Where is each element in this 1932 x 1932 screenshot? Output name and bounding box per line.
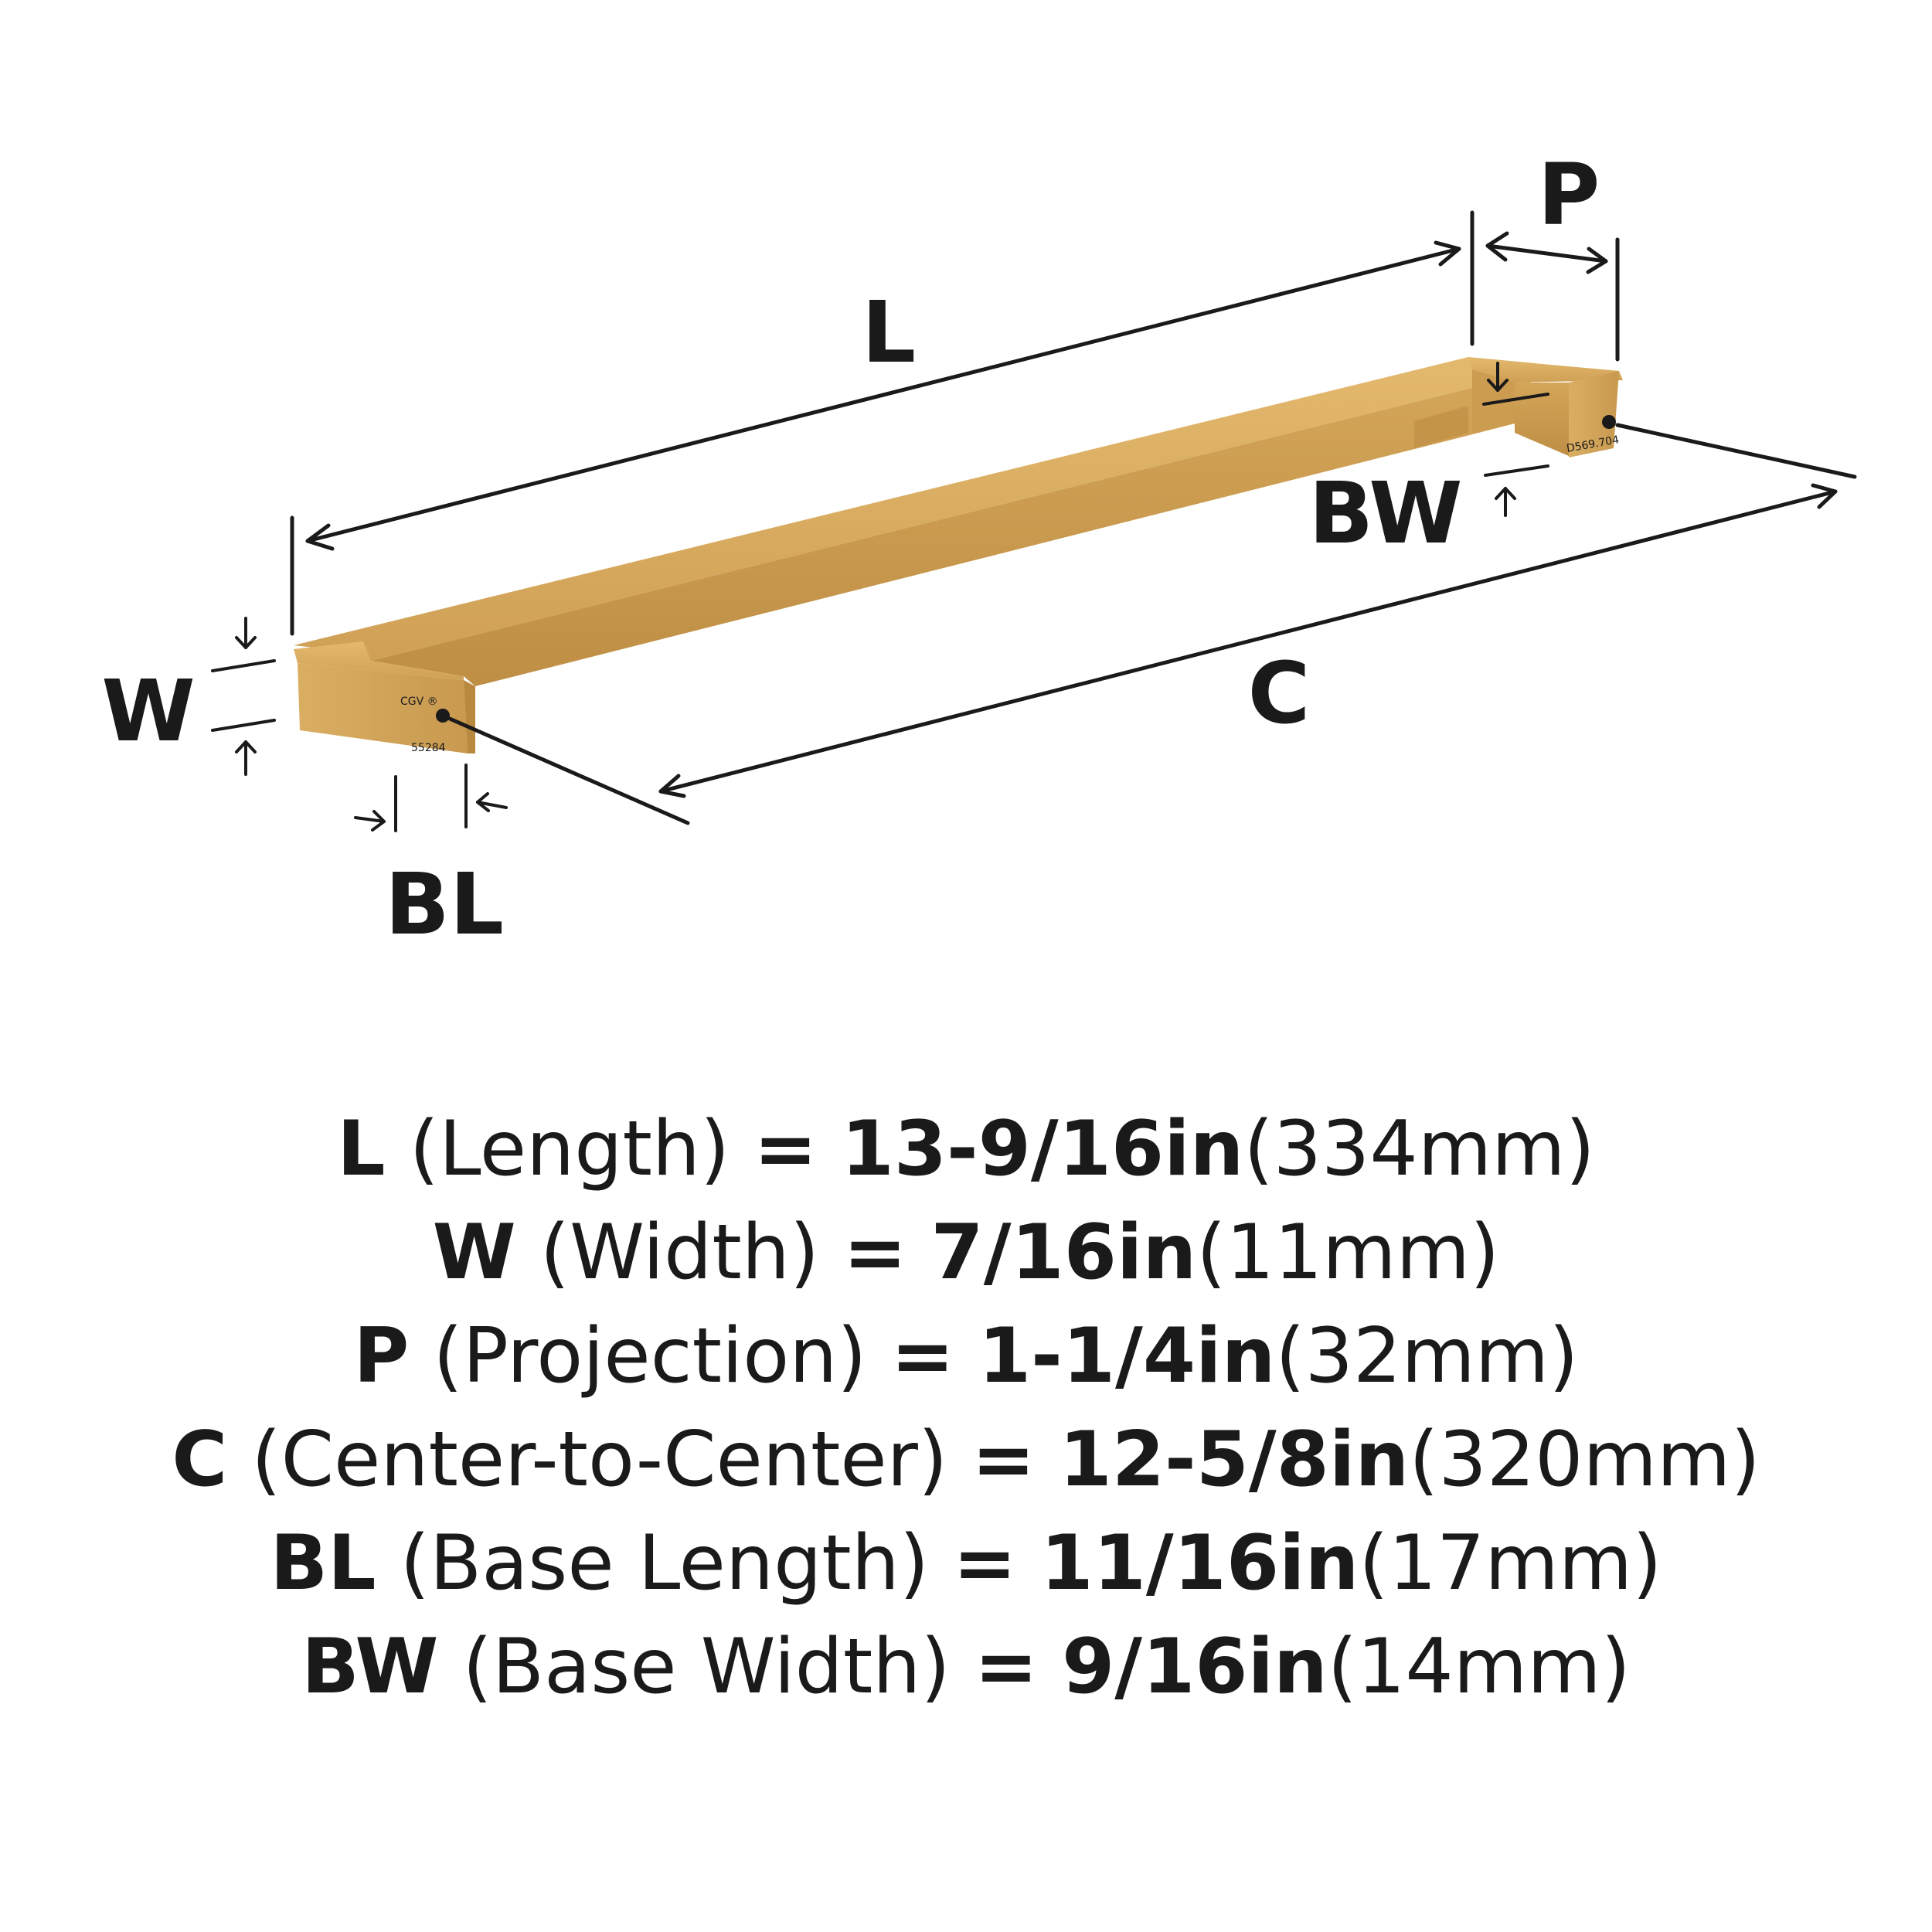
spec-code: C [172, 1416, 228, 1504]
spec-metric: (334mm) [1243, 1105, 1595, 1193]
dimension-C [447, 423, 1857, 825]
handle-bar-front [371, 372, 1534, 686]
spec-imperial: 13-9/16in [841, 1105, 1244, 1193]
spec-row-width: W (Width) = 7/16in(11mm) [0, 1201, 1932, 1304]
spec-name: (Projection) [433, 1312, 867, 1400]
dimension-BW [1482, 362, 1549, 517]
label-L: L [862, 283, 916, 382]
spec-equals: = [953, 1519, 1017, 1607]
spec-equals: = [890, 1312, 954, 1400]
dimension-BL [354, 764, 508, 832]
left-leg-top [294, 641, 464, 680]
spec-row-length: L (Length) = 13-9/16in(334mm) [0, 1097, 1932, 1201]
spec-imperial: 9/16in [1062, 1623, 1328, 1711]
right-base-side [1515, 383, 1569, 456]
spec-imperial: 7/16in [930, 1209, 1197, 1297]
dimension-W [211, 617, 276, 776]
label-P: P [1538, 145, 1600, 244]
left-base-front [298, 663, 468, 753]
left-base-side [464, 680, 475, 753]
right-base-end [1569, 371, 1619, 457]
label-W: W [101, 662, 195, 760]
dimension-spec-list: L (Length) = 13-9/16in(334mm) W (Width) … [0, 1097, 1932, 1719]
spec-equals: = [971, 1416, 1036, 1504]
handle-bar-top [294, 357, 1534, 661]
spec-equals: = [843, 1209, 907, 1297]
spec-name: (Base Length) [400, 1519, 930, 1607]
spec-name: (Center-to-Center) [251, 1416, 948, 1504]
right-screw-hole [1602, 415, 1616, 429]
engraving-left-bottom: 55284 [411, 742, 446, 754]
spec-code: BW [301, 1623, 439, 1711]
spec-imperial: 11/16in [1040, 1519, 1359, 1607]
dimension-L [290, 210, 1475, 636]
spec-code: BL [270, 1519, 376, 1607]
spec-row-projection: P (Projection) = 1-1/4in(32mm) [0, 1304, 1932, 1408]
label-BL: BL [385, 855, 504, 954]
spec-equals: = [753, 1105, 818, 1193]
spec-metric: (17mm) [1359, 1519, 1662, 1607]
spec-row-center-to-center: C (Center-to-Center) = 12-5/8in(320mm) [0, 1408, 1932, 1512]
handle-dimension-diagram: CGV ® 55284 D569.704 L P BW W [101, 145, 1857, 954]
spec-imperial: 1-1/4in [978, 1312, 1276, 1400]
spec-row-base-width: BW (Base Width) = 9/16in(14mm) [0, 1615, 1932, 1719]
spec-metric: (11mm) [1196, 1209, 1500, 1297]
right-leg-top [1468, 357, 1623, 383]
spec-metric: (14mm) [1327, 1623, 1631, 1711]
spec-row-base-length: BL (Base Length) = 11/16in(17mm) [0, 1512, 1932, 1615]
dimension-P [1485, 231, 1620, 362]
spec-metric: (320mm) [1409, 1416, 1760, 1504]
spec-imperial: 12-5/8in [1059, 1416, 1410, 1504]
label-BW: BW [1308, 464, 1462, 563]
spec-name: (Width) [539, 1209, 820, 1297]
engraving-left-top: CGV ® [400, 696, 438, 708]
spec-name: (Length) [409, 1105, 730, 1193]
spec-name: (Base Width) [462, 1623, 951, 1711]
handle-bar-shadow [1414, 406, 1468, 448]
spec-code: P [353, 1312, 410, 1400]
left-screw-hole [436, 709, 450, 723]
spec-equals: = [974, 1623, 1038, 1711]
spec-metric: (32mm) [1275, 1312, 1579, 1400]
spec-code: L [337, 1105, 386, 1193]
label-C: C [1248, 644, 1311, 743]
spec-code: W [432, 1209, 516, 1297]
